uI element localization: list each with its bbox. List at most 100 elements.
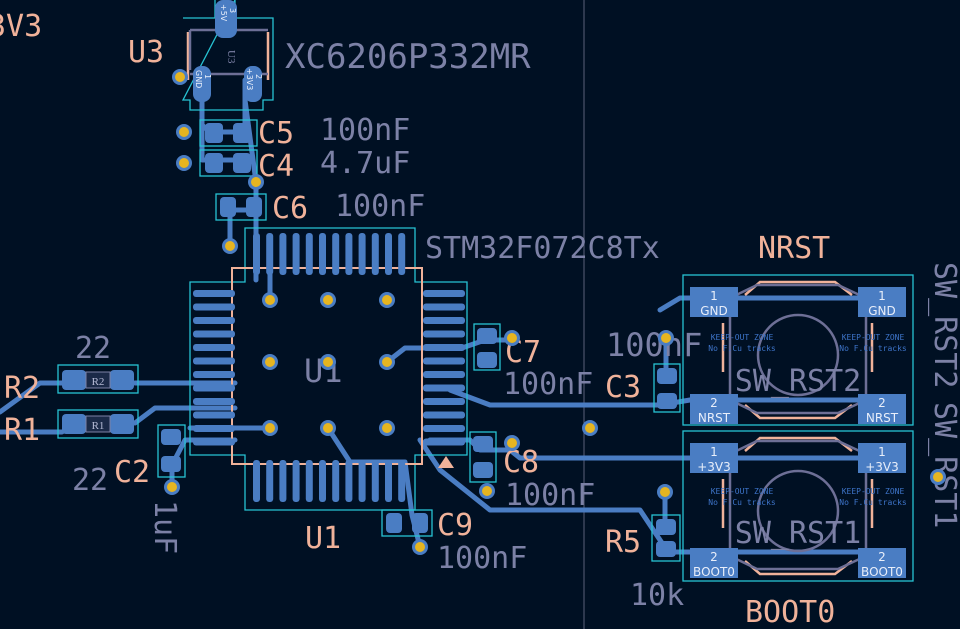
footprint-r5[interactable]: R5 10k bbox=[605, 514, 684, 613]
footprint-c6[interactable]: C6 100nF bbox=[215, 189, 425, 226]
footprint-c9[interactable]: C9 100nF bbox=[381, 508, 527, 576]
u1-pin[interactable] bbox=[193, 344, 235, 351]
u1-pin[interactable] bbox=[423, 303, 465, 311]
u1-pin[interactable] bbox=[193, 330, 235, 338]
u1-pin[interactable] bbox=[423, 438, 465, 446]
u1-pin[interactable] bbox=[423, 425, 465, 432]
u1-pin[interactable] bbox=[345, 460, 353, 502]
u1-pin[interactable] bbox=[193, 317, 235, 324]
u1-pin[interactable] bbox=[423, 330, 465, 338]
footprint-sw-rst1[interactable]: SW_RST1 KEEP-OUT ZONE No F.Cu tracks KEE… bbox=[682, 430, 914, 629]
svg-text:NRST: NRST bbox=[698, 411, 731, 425]
u3-pad-3-net: +5V bbox=[219, 4, 228, 22]
footprint-c3[interactable]: 100nF C3 bbox=[605, 326, 702, 413]
u1-pin[interactable] bbox=[358, 460, 366, 502]
svg-text:+3V3: +3V3 bbox=[865, 460, 899, 474]
u1-pin[interactable] bbox=[279, 233, 287, 275]
u1-pin[interactable] bbox=[385, 233, 392, 275]
u1-pin[interactable] bbox=[305, 460, 313, 502]
u1-pin[interactable] bbox=[423, 384, 465, 392]
footprint-c7[interactable]: C7 100nF bbox=[473, 323, 593, 402]
u1-pin[interactable] bbox=[332, 233, 340, 275]
u1-pin[interactable] bbox=[423, 290, 465, 297]
c7-value: 100nF bbox=[503, 367, 593, 402]
u1-pin[interactable] bbox=[398, 233, 406, 275]
svg-text:BOOT0: BOOT0 bbox=[693, 565, 735, 579]
u3-pad-1[interactable] bbox=[193, 66, 211, 102]
u1-pin[interactable] bbox=[332, 460, 340, 502]
u3-pad-1-num: 1 bbox=[203, 74, 212, 79]
u1-pin[interactable] bbox=[193, 357, 235, 365]
svg-text:GND: GND bbox=[700, 304, 728, 318]
u1-pin[interactable] bbox=[193, 371, 235, 378]
footprint-sw-rst2[interactable]: SW_RST2 KEEP-OUT ZONE No F.Cu tracks KEE… bbox=[682, 231, 914, 426]
sw-rst1-pad-1b[interactable]: 1+3V3 bbox=[858, 443, 906, 474]
u3-pad-3-num: 3 bbox=[228, 8, 237, 13]
u1-pin[interactable] bbox=[423, 344, 465, 351]
svg-text:+3V3: +3V3 bbox=[697, 460, 731, 474]
u1-pin[interactable] bbox=[423, 411, 465, 419]
u1-pin[interactable] bbox=[279, 460, 287, 502]
footprint-r1[interactable]: R1 R1 22 bbox=[4, 409, 139, 498]
u1-pin[interactable] bbox=[253, 233, 260, 275]
u1-pin[interactable] bbox=[423, 357, 465, 365]
u1-pin[interactable] bbox=[385, 460, 392, 502]
c5-value: 100nF bbox=[320, 113, 410, 148]
via-hole bbox=[585, 423, 595, 433]
u1-pin[interactable] bbox=[266, 233, 274, 275]
sw-rst2-edge-label: SW_RST2 bbox=[927, 262, 960, 388]
u1-pin[interactable] bbox=[193, 398, 235, 405]
vias bbox=[164, 69, 946, 555]
footprint-c5[interactable]: C5 100nF bbox=[199, 113, 410, 151]
u1-pin[interactable] bbox=[423, 317, 465, 324]
footprint-u3[interactable]: 3 +5V 1 GND 2 +3V3 U3 XC6206P332MR U3 bbox=[128, 0, 531, 111]
u3-pad-2[interactable] bbox=[244, 66, 262, 102]
footprint-r2[interactable]: R2 22 R2 bbox=[4, 331, 139, 406]
footprint-c8[interactable]: C8 100nF bbox=[469, 431, 595, 513]
via-hole bbox=[507, 438, 517, 448]
u1-pin[interactable] bbox=[292, 233, 300, 275]
u1-pin[interactable] bbox=[371, 460, 379, 502]
via-hole bbox=[382, 423, 392, 433]
u1-pin[interactable] bbox=[193, 303, 235, 311]
u1-pin[interactable] bbox=[253, 460, 260, 502]
u3-pad-3[interactable] bbox=[215, 0, 237, 38]
sw-rst1-pad-1a[interactable]: 1+3V3 bbox=[690, 443, 738, 474]
via-hole bbox=[323, 357, 333, 367]
u3-pad-2-net: +3V3 bbox=[245, 68, 254, 90]
u1-pin[interactable] bbox=[266, 460, 274, 502]
svg-text:2: 2 bbox=[878, 396, 886, 410]
footprint-u1[interactable]: STM32F072C8Tx U1 U1 bbox=[189, 227, 660, 556]
svg-text:1: 1 bbox=[878, 445, 886, 459]
footprint-c2[interactable]: C2 1uF bbox=[114, 424, 186, 554]
keepout-text: KEEP-OUT ZONE bbox=[842, 487, 905, 496]
c4-value: 4.7uF bbox=[320, 146, 410, 181]
svg-text:NRST: NRST bbox=[866, 411, 899, 425]
u1-pin[interactable] bbox=[319, 233, 326, 275]
via-hole bbox=[179, 127, 189, 137]
u1-pin[interactable] bbox=[193, 290, 235, 297]
u1-pin[interactable] bbox=[193, 425, 235, 432]
u1-pin[interactable] bbox=[423, 371, 465, 378]
u1-pin[interactable] bbox=[193, 384, 235, 392]
u1-pin[interactable] bbox=[371, 233, 379, 275]
sw-rst1-ref: BOOT0 bbox=[745, 595, 835, 629]
u1-pin[interactable] bbox=[292, 460, 300, 502]
u1-pin[interactable] bbox=[193, 438, 235, 446]
u1-pin[interactable] bbox=[305, 233, 313, 275]
via-hole bbox=[660, 487, 670, 497]
u1-pin[interactable] bbox=[358, 233, 366, 275]
u1-pin[interactable] bbox=[319, 460, 326, 502]
u1-pin[interactable] bbox=[345, 233, 353, 275]
u1-pin[interactable] bbox=[423, 398, 465, 405]
u1-pin[interactable] bbox=[193, 411, 235, 419]
u1-pin[interactable] bbox=[398, 460, 406, 502]
footprint-c4[interactable]: C4 4.7uF bbox=[199, 146, 410, 184]
